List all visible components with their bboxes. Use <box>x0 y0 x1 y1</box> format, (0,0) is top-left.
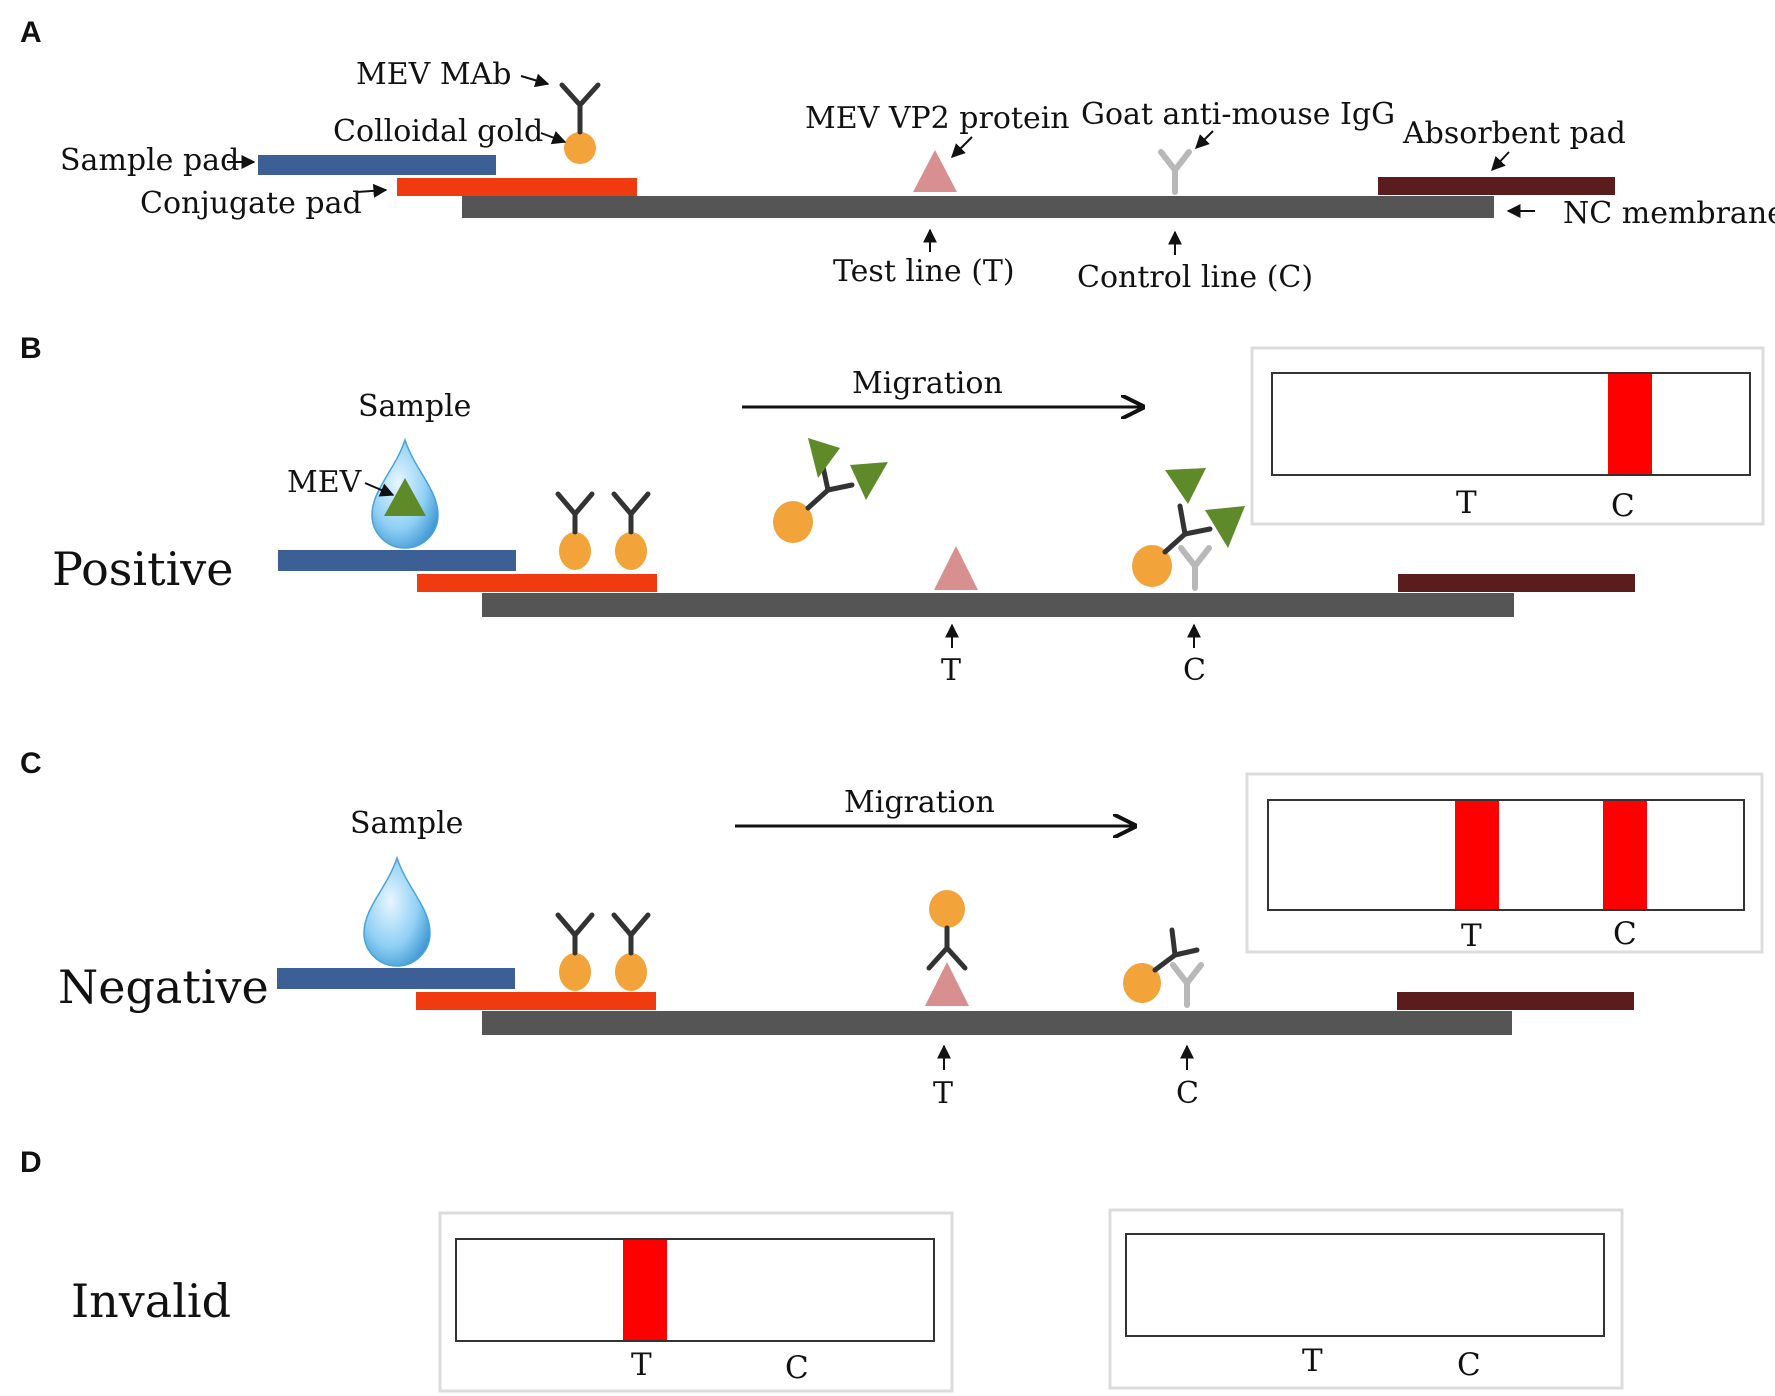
nc-label: NC membrane <box>1563 196 1775 231</box>
invalid-label: Invalid <box>71 1274 231 1328</box>
mev-virus-icon <box>384 478 426 516</box>
panel-c: C Negative Sample Migration <box>20 747 1764 1111</box>
mab-label: MEV MAb <box>356 57 511 92</box>
goat-label: Goat anti-mouse IgG <box>1081 97 1395 132</box>
t-label: T <box>933 1076 953 1111</box>
test-line-label: Test line (T) <box>833 254 1015 289</box>
sample-pad <box>277 968 515 989</box>
sample-pad <box>258 155 496 175</box>
absorbent-pad <box>1378 177 1615 195</box>
mev-arrow <box>364 482 395 497</box>
result-card-positive: T C <box>1250 346 1765 526</box>
c-label: C <box>1183 653 1206 688</box>
gold-label: Colloidal gold <box>333 114 543 149</box>
gold-conjugate-1 <box>555 491 595 570</box>
colloidal-gold-icon <box>564 132 596 164</box>
control-line-label: Control line (C) <box>1077 260 1313 295</box>
panel-letter-d: D <box>20 1146 42 1179</box>
mab-antibody-icon <box>559 82 601 135</box>
control-band <box>1603 801 1647 909</box>
result-c-label: C <box>1613 916 1637 952</box>
vp2-arrow <box>951 136 973 158</box>
sample-label: Sample <box>350 806 463 841</box>
invalid-strip-1: T C <box>438 1211 954 1393</box>
nc-membrane <box>462 196 1494 218</box>
panel-a: A MEV MAb Colloidal gold Sample pad Conj… <box>20 16 1775 295</box>
result-card-negative: T C <box>1245 772 1764 954</box>
panel-letter-a: A <box>20 16 42 49</box>
gold-conjugate-2 <box>611 491 651 570</box>
nc-membrane <box>482 593 1514 617</box>
control-capture-complex <box>1132 468 1245 591</box>
result-t-label: T <box>1456 485 1477 521</box>
sample-label: Sample <box>358 389 471 424</box>
panel-letter-c: C <box>20 747 42 780</box>
t-label: T <box>941 653 961 688</box>
nc-membrane <box>482 1011 1512 1035</box>
absorbent-pad <box>1397 992 1634 1010</box>
c-label: C <box>1176 1076 1199 1111</box>
conjugate-pad-arrow <box>356 183 388 198</box>
test-band <box>623 1240 667 1340</box>
migrating-complex <box>773 438 888 543</box>
vp2-antigen-icon <box>913 150 957 192</box>
strip2-c-label: C <box>1457 1347 1481 1383</box>
positive-label: Positive <box>52 542 234 596</box>
conjugate-pad <box>417 574 657 592</box>
invalid-strip-2: T C <box>1108 1208 1624 1390</box>
conjugate-pad <box>416 992 656 1010</box>
mev-label: MEV <box>287 465 363 500</box>
control-band <box>1608 374 1652 474</box>
strip1-c-label: C <box>785 1350 809 1386</box>
absorbent-arrow <box>1491 151 1510 172</box>
control-capture-complex <box>1123 927 1204 1008</box>
goat-igg-icon <box>1158 149 1192 195</box>
sample-pad-label: Sample pad <box>60 143 239 178</box>
gold-conjugate-2 <box>611 912 651 991</box>
mab-arrow <box>520 73 550 88</box>
migration-label: Migration <box>852 366 1003 401</box>
strip2-t-label: T <box>1302 1343 1323 1379</box>
negative-label: Negative <box>58 960 269 1014</box>
panel-d: D Invalid T C T C <box>20 1146 1624 1393</box>
result-c-label: C <box>1611 488 1635 524</box>
gold-arrow <box>540 131 567 145</box>
conjugate-pad <box>397 178 637 196</box>
absorbent-label: Absorbent pad <box>1402 116 1626 151</box>
gold-conjugate-1 <box>555 912 595 991</box>
test-band <box>1455 801 1499 909</box>
test-line-capture <box>925 890 969 1006</box>
result-t-label: T <box>1461 918 1482 954</box>
goat-arrow <box>1195 130 1214 149</box>
vp2-antigen-icon <box>934 546 978 590</box>
absorbent-pad <box>1398 574 1635 592</box>
migration-label: Migration <box>844 785 995 820</box>
panel-b: B Positive Sample MEV <box>20 332 1765 688</box>
vp2-label: MEV VP2 protein <box>805 101 1070 136</box>
panel-letter-b: B <box>20 332 42 365</box>
sample-drop-icon <box>363 855 431 967</box>
conjugate-pad-label: Conjugate pad <box>140 186 362 221</box>
sample-pad <box>278 550 516 571</box>
strip1-t-label: T <box>631 1347 652 1383</box>
